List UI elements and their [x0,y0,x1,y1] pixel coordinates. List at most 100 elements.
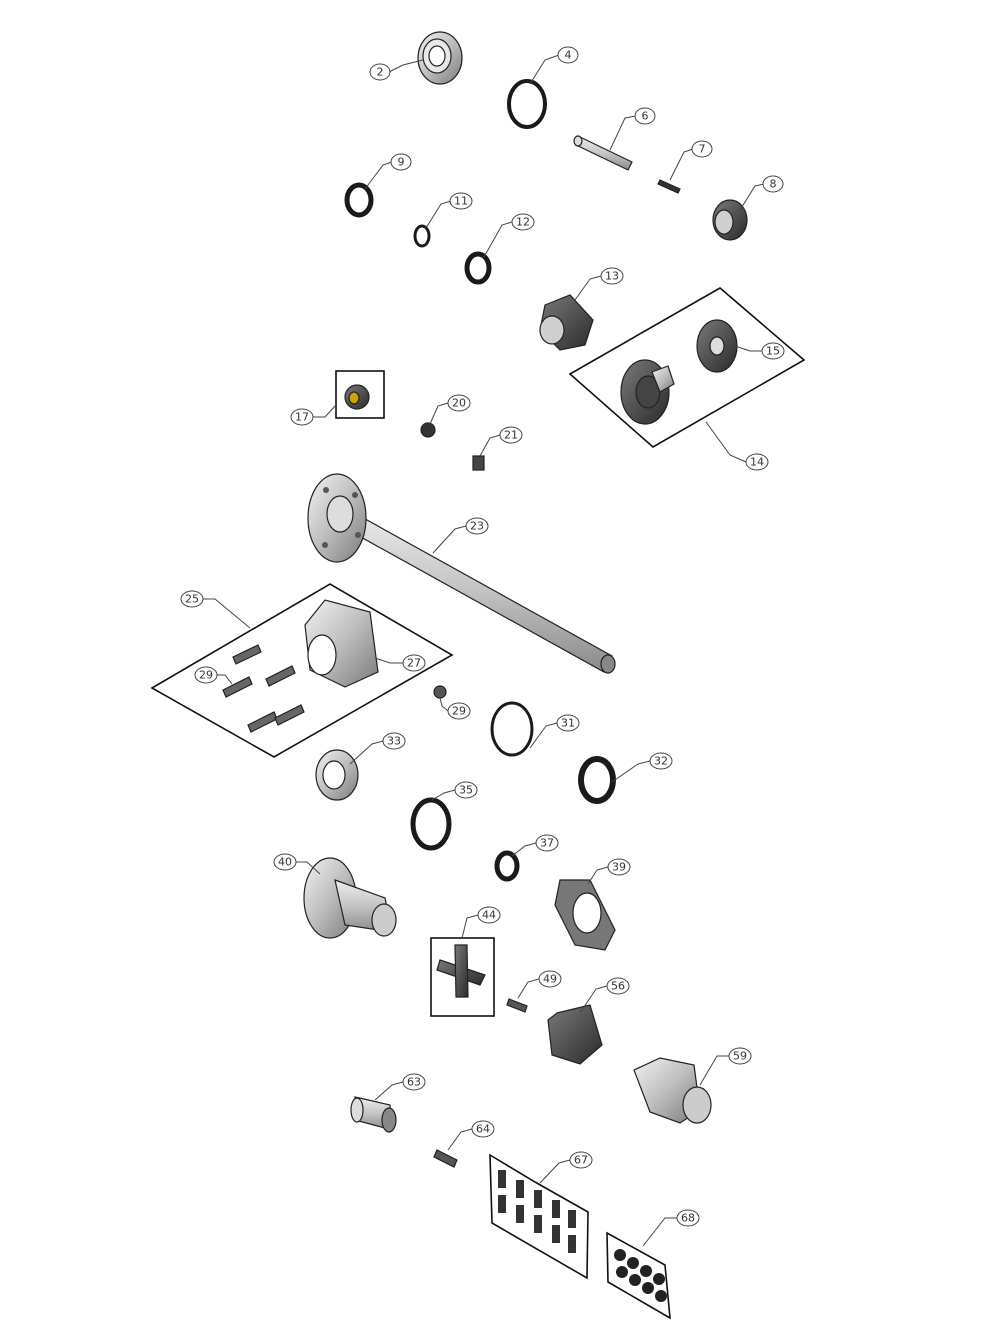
svg-text:6: 6 [642,110,649,123]
part-39-gasket [554,879,616,951]
svg-text:13: 13 [605,270,619,283]
svg-text:39: 39 [612,861,626,874]
callout-12: 12 [483,213,535,258]
callout-17: 17 [290,404,337,426]
svg-text:32: 32 [654,755,668,768]
svg-text:35: 35 [459,784,473,797]
callout-2: 2 [369,59,424,81]
svg-text:64: 64 [476,1123,490,1136]
callout-layer: 2 4 6 7 8 9 11 12 13 15 14 17 20 21 23 2… [180,46,785,1247]
part-29-bolts [222,644,305,733]
part-14-drive-flange [620,359,675,425]
svg-text:21: 21 [504,429,518,442]
svg-text:15: 15 [766,345,780,358]
callout-7: 7 [669,140,713,181]
callout-20: 20 [429,394,471,425]
kit-68-hardware [606,1231,671,1320]
part-49-bolt [506,998,528,1013]
part-63-sleeve [350,1096,397,1133]
svg-text:29: 29 [199,669,213,682]
part-8-side-gear [712,199,748,241]
callout-56: 56 [579,977,630,1014]
callout-25: 25 [180,590,251,629]
svg-text:25: 25 [185,593,199,606]
svg-text:59: 59 [733,1050,747,1063]
part-33-wheel-bearing [315,749,359,801]
part-21-bolt [472,455,485,471]
callout-4: 4 [529,46,579,85]
svg-text:17: 17 [295,411,309,424]
svg-text:44: 44 [482,909,496,922]
svg-text:11: 11 [454,195,468,208]
part-15-seal [696,319,738,373]
callout-29b: 29 [439,697,471,720]
part-12-seal [464,251,492,285]
callout-9: 9 [364,153,412,190]
part-11-snap-ring [413,224,431,248]
callout-40: 40 [273,853,321,875]
callout-13: 13 [574,267,624,301]
part-6-cross-pin [573,135,633,171]
part-59-companion-flange [633,1057,712,1124]
svg-text:63: 63 [407,1076,421,1089]
svg-text:14: 14 [750,456,764,469]
part-40-wheel-hub [303,857,397,939]
callout-23: 23 [432,517,489,554]
callout-29a: 29 [194,666,233,685]
callout-59: 59 [699,1047,752,1086]
part-17-kit [335,370,385,419]
part-64-bolt [433,1149,458,1168]
callout-8: 8 [739,175,784,211]
callout-39: 39 [587,858,631,885]
kit-14-box [568,287,806,448]
callout-37: 37 [511,834,559,857]
callout-33: 33 [349,732,406,765]
callout-31: 31 [529,714,580,749]
svg-text:12: 12 [516,216,530,229]
svg-text:8: 8 [770,178,777,191]
callout-14: 14 [705,421,769,471]
svg-text:49: 49 [543,973,557,986]
callout-6: 6 [609,107,656,151]
callout-63: 63 [374,1073,426,1101]
callout-21: 21 [479,426,523,457]
svg-text:4: 4 [565,49,572,62]
svg-text:68: 68 [681,1212,695,1225]
svg-text:27: 27 [407,657,421,670]
part-32-seal [578,756,616,804]
svg-text:2: 2 [377,66,384,79]
svg-text:56: 56 [611,980,625,993]
part-4-o-ring [507,79,547,129]
svg-text:20: 20 [452,397,466,410]
callout-67: 67 [539,1151,593,1184]
svg-text:33: 33 [387,735,401,748]
part-29-single-bolt [433,685,447,699]
svg-text:37: 37 [540,837,554,850]
callout-11: 11 [425,192,473,229]
part-44-kit [430,937,495,1017]
part-35-seal-ring [410,797,452,851]
callout-15: 15 [734,342,785,360]
svg-text:23: 23 [470,520,484,533]
svg-text:31: 31 [561,717,575,730]
svg-text:67: 67 [574,1154,588,1167]
svg-text:7: 7 [699,143,706,156]
callout-64: 64 [447,1120,495,1151]
part-56-yoke [547,1004,603,1065]
callout-27: 27 [374,654,426,672]
callout-68: 68 [642,1209,700,1247]
svg-text:40: 40 [278,856,292,869]
part-13-carrier-housing [539,294,594,351]
part-31-o-ring [490,701,534,757]
part-27-bearing-retainer [304,599,379,688]
callout-32: 32 [611,752,673,783]
part-23-axle-shaft [307,473,616,674]
part-37-lock-nut [494,850,520,882]
kit-25-box [150,583,454,758]
part-20-nut [420,422,436,438]
callout-35: 35 [431,781,478,801]
part-9-washer [344,182,374,218]
callout-49: 49 [517,970,562,999]
